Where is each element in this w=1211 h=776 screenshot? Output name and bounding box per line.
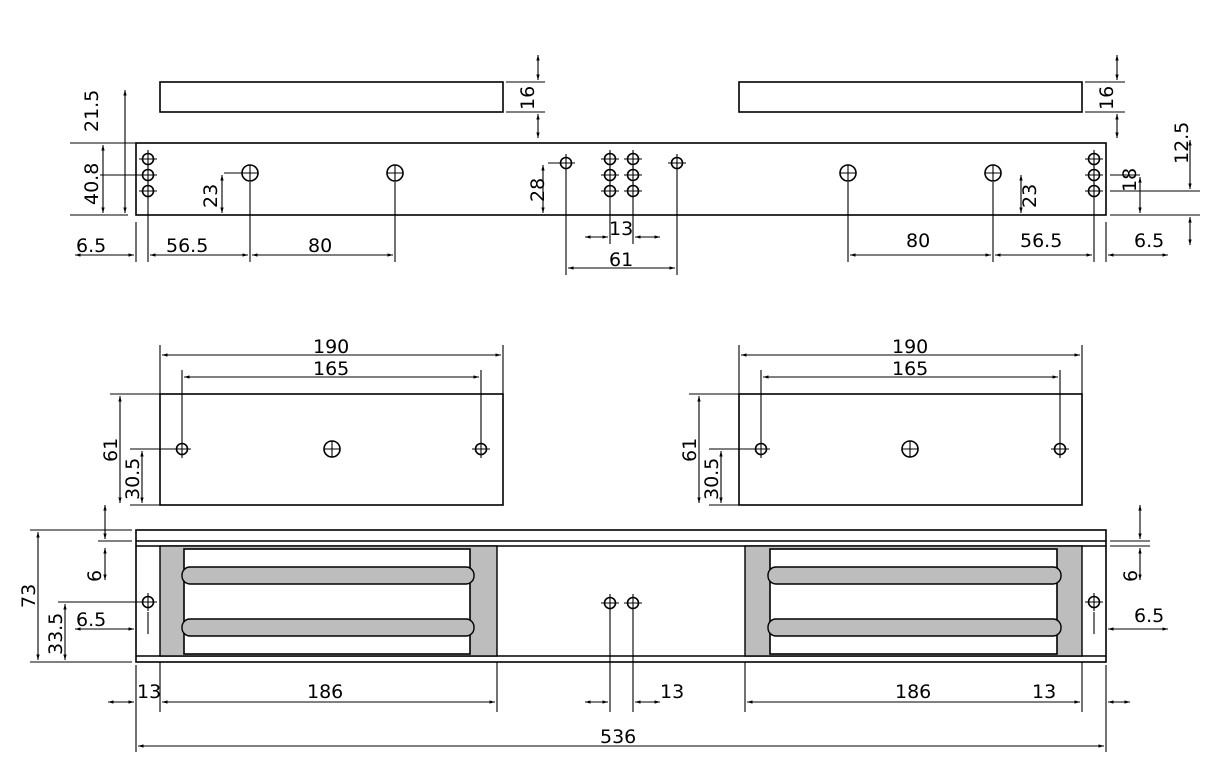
plate-view-left: 190 165 61 30.5 <box>100 336 504 506</box>
dim-12-5: 12.5 <box>1171 122 1193 164</box>
armature-bar-left <box>159 81 504 113</box>
dim-186-left: 186 <box>307 681 343 703</box>
dim-165-left: 165 <box>313 358 349 380</box>
dim-536: 536 <box>600 726 636 748</box>
dim-61-top: 61 <box>609 249 633 271</box>
magnet-right <box>744 545 1083 657</box>
dim-73: 73 <box>18 584 40 608</box>
dim-6-5-bottom-left: 6.5 <box>76 609 106 631</box>
dim-56-5-left: 56.5 <box>166 235 208 257</box>
dim-18: 18 <box>1119 168 1141 192</box>
dim-6-right: 6 <box>1120 570 1142 582</box>
dim-40-8: 40.8 <box>81 163 103 205</box>
dim-21-5: 21.5 <box>81 90 103 132</box>
dim-6-5-right: 6.5 <box>1134 230 1164 252</box>
dim-13-bottom-left: 13 <box>137 681 161 703</box>
plate-view-right: 190 165 61 30.5 <box>679 336 1083 506</box>
dim-13-bottom-right: 13 <box>1032 681 1056 703</box>
dim-56-5-right: 56.5 <box>1020 230 1062 252</box>
bottom-view: 73 33.5 6 6 6.5 6.5 13 186 13 186 13 536 <box>18 505 1168 752</box>
dim-6-5-bottom-right: 6.5 <box>1134 605 1164 627</box>
dim-16-left: 16 <box>517 86 539 110</box>
dim-30-5-left: 30.5 <box>122 458 144 500</box>
dim-13-top: 13 <box>609 218 633 240</box>
dim-80-left: 80 <box>308 235 332 257</box>
dim-190-left: 190 <box>313 336 349 358</box>
dim-61-left: 61 <box>100 438 122 462</box>
dim-6-5-left: 6.5 <box>76 235 106 257</box>
dim-33-5: 33.5 <box>45 613 67 655</box>
dim-186-right: 186 <box>895 681 931 703</box>
dim-30-5-right: 30.5 <box>701 458 723 500</box>
dim-165-right: 165 <box>892 358 928 380</box>
dim-23-right: 23 <box>1019 184 1041 208</box>
lock-body <box>135 529 1107 663</box>
dim-13-bottom-center: 13 <box>660 681 684 703</box>
dim-61-right: 61 <box>679 438 701 462</box>
dim-80-right: 80 <box>906 230 930 252</box>
dim-190-right: 190 <box>892 336 928 358</box>
dim-16-right: 16 <box>1096 86 1118 110</box>
armature-bar-right <box>738 81 1083 113</box>
dim-6-left: 6 <box>84 570 106 582</box>
mounting-holes <box>138 149 1104 201</box>
dim-23-left: 23 <box>200 184 222 208</box>
top-view: 21.5 40.8 16 16 23 28 13 61 6.5 56.5 80 … <box>70 55 1200 275</box>
dim-28: 28 <box>527 178 549 202</box>
mounting-plate <box>135 142 1107 216</box>
magnet-left <box>159 545 498 657</box>
